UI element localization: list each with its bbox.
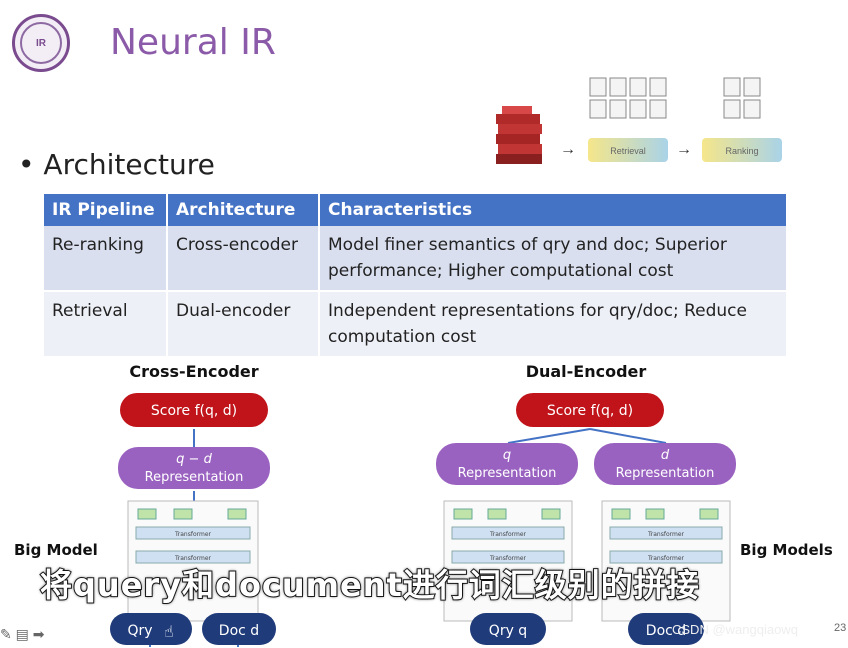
transformer-layer (451, 526, 565, 540)
cell-pipeline: Re-ranking (44, 226, 168, 292)
char-line: computation cost (328, 327, 477, 347)
transformer-layer (135, 550, 251, 564)
arrow-icon (507, 428, 591, 444)
slide-toolbar[interactable]: ✎ ▤ ➡ (0, 626, 44, 643)
table-row: Re-ranking Cross-encoder Model finer sem… (44, 226, 788, 292)
token-icon (453, 508, 473, 520)
transformer-label: Transformer (489, 555, 527, 562)
ranked-document-icon (723, 77, 761, 119)
transformer-layer (609, 526, 723, 540)
cross-rep-label: Representation (145, 470, 244, 485)
arrow-icon: → (560, 141, 576, 158)
cross-rep-top: q − d (176, 452, 212, 467)
transformer-layer (135, 526, 251, 540)
arrow-icon (589, 428, 667, 444)
transformer-label: Transformer (174, 531, 212, 538)
header-pipeline: IR Pipeline (44, 194, 168, 226)
slide-title: Neural IR (110, 22, 276, 63)
university-logo: IR (12, 14, 70, 72)
token-icon (611, 508, 631, 520)
dual-encoder-title: Dual-Encoder (526, 362, 647, 381)
dual-rep-d-label: Representation (616, 466, 715, 481)
header-architecture: Architecture (167, 194, 320, 226)
cell-architecture: Cross-encoder (167, 226, 320, 292)
dual-score-box (516, 393, 664, 427)
dual-rep-q-label: Representation (458, 466, 557, 481)
dual-rep-d-box (594, 443, 736, 485)
transformer-label: Transformer (647, 555, 685, 562)
page-number: 23 (834, 622, 847, 634)
cross-doc-box (202, 613, 276, 645)
token-icon (137, 508, 157, 520)
retrieval-label: Retrieval (610, 146, 646, 156)
dual-doc-box (628, 613, 704, 645)
token-icon (173, 508, 193, 520)
token-icon (227, 508, 247, 520)
dual-doc-label: Doc d (646, 623, 686, 639)
char-line: performance; Higher computational cost (328, 261, 674, 281)
cross-encoder-title: Cross-Encoder (129, 362, 258, 381)
cross-rep-box (118, 447, 270, 489)
dual-rep-q-box (436, 443, 578, 485)
cross-score-label: Score f(q, d) (151, 403, 237, 419)
ranking-label: Ranking (725, 146, 758, 156)
token-icon (699, 508, 719, 520)
dual-rep-d-top: d (661, 448, 670, 463)
bullet-text: Architecture (43, 148, 215, 181)
dual-rep-q-top: q (503, 448, 511, 463)
cursor-icon: ☝ (164, 622, 174, 641)
menu-icon[interactable]: ▤ (15, 626, 29, 642)
cell-characteristics: Model finer semantics of qry and doc; Su… (319, 226, 788, 292)
logo-text: IR (20, 22, 62, 64)
cell-architecture: Dual-encoder (167, 291, 320, 358)
server-icon (496, 106, 542, 164)
transformer-layer (609, 550, 723, 564)
header-characteristics: Characteristics (319, 194, 788, 226)
next-icon[interactable]: ➡ (32, 626, 45, 642)
video-subtitle: 将query和document进行词汇级别的拼接 (39, 565, 700, 605)
cross-score-box (120, 393, 268, 427)
ranking-box (702, 138, 782, 162)
dual-score-label: Score f(q, d) (547, 403, 633, 419)
token-icon (541, 508, 561, 520)
cross-qry-box (110, 613, 192, 645)
arrow-icon: → (676, 141, 692, 158)
cell-pipeline: Retrieval (44, 291, 168, 358)
big-model-label: Big Model (14, 541, 98, 559)
cross-doc-label: Doc d (219, 623, 259, 639)
char-line: Model finer semantics of qry and doc; Su… (328, 235, 727, 255)
transformer-label: Transformer (489, 531, 527, 538)
bullet-architecture: • Architecture (18, 148, 215, 181)
transformer-label: Transformer (647, 531, 685, 538)
table-row: Retrieval Dual-encoder Independent repre… (44, 291, 788, 358)
watermark: CSDN @wangqiaowq (672, 622, 798, 637)
dual-qry-box (470, 613, 546, 645)
dual-qry-label: Qry q (489, 623, 527, 639)
cell-characteristics: Independent representations for qry/doc;… (319, 291, 788, 358)
transformer-label: Transformer (174, 555, 212, 562)
token-icon (645, 508, 665, 520)
retrieval-box (588, 138, 668, 162)
pipeline-diagram: → Retrieval → Ranking (496, 77, 782, 164)
cross-qry-label: Qry (127, 623, 152, 639)
pen-icon[interactable]: ✎ (0, 626, 12, 642)
architecture-table: IR Pipeline Architecture Characteristics… (44, 194, 788, 358)
encoder-diagram: Cross-Encoder Score f(q, d) q − d Repres… (14, 362, 833, 647)
token-icon (487, 508, 507, 520)
document-stack-icon (589, 77, 667, 119)
transformer-layer (451, 550, 565, 564)
char-line: Independent representations for qry/doc;… (328, 301, 747, 321)
big-models-label: Big Models (740, 541, 833, 559)
